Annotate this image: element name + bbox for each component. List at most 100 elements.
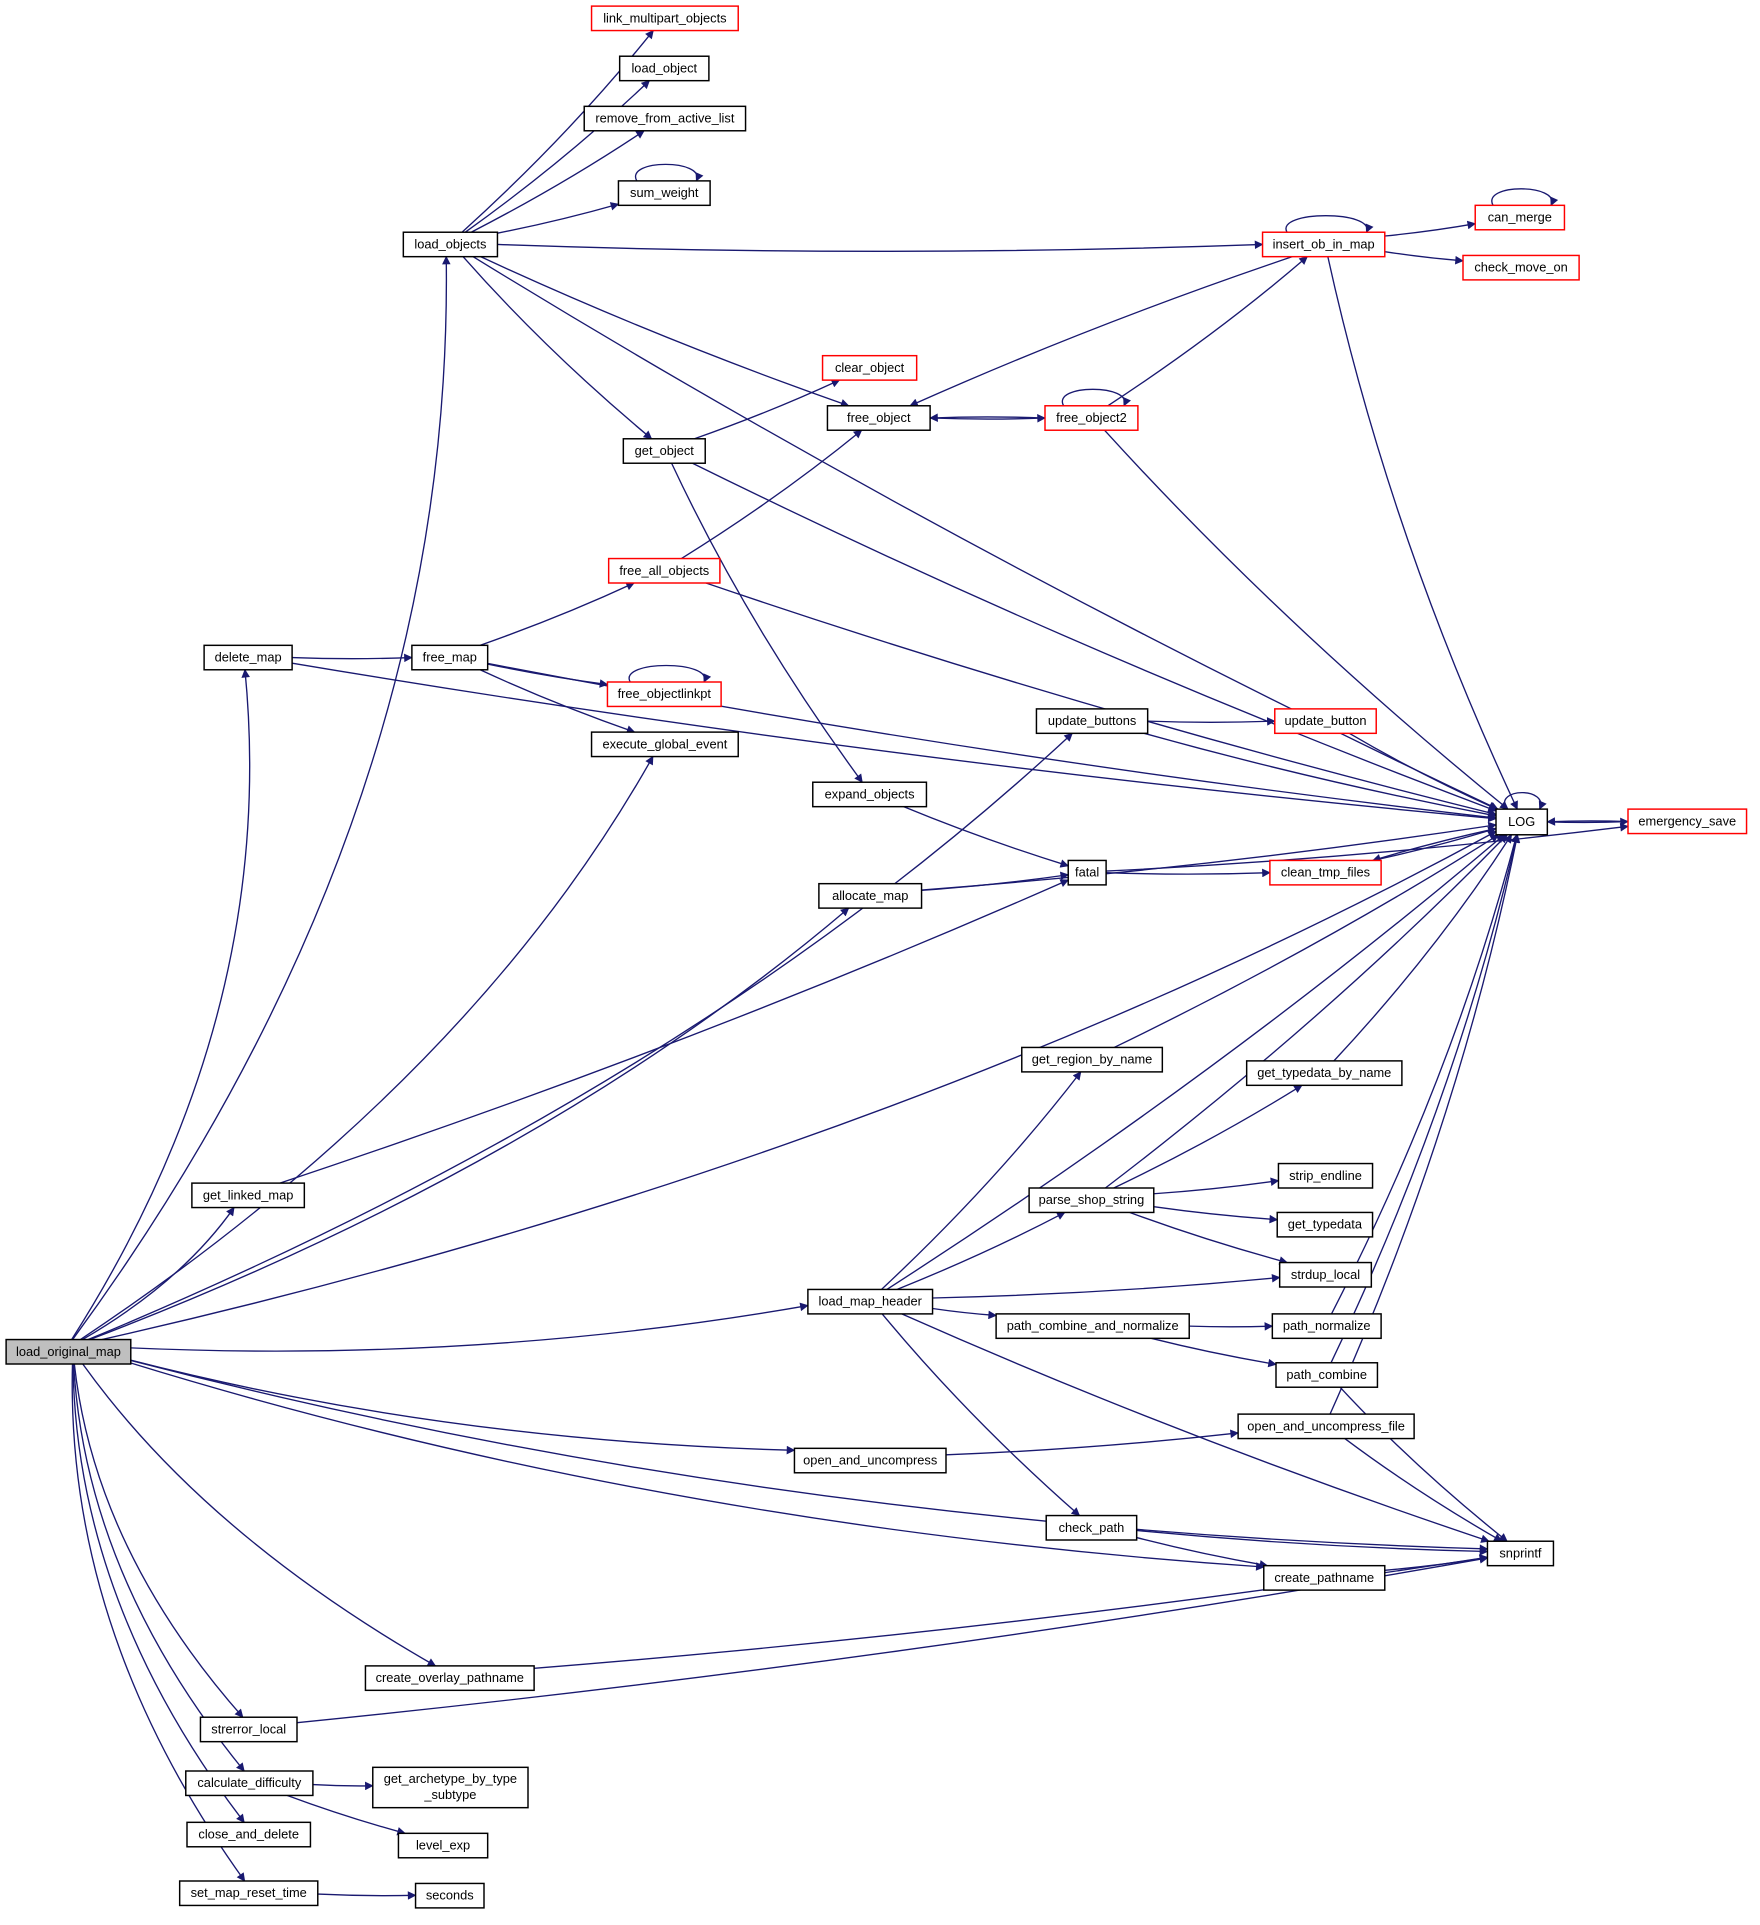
node-label: free_object2 — [1056, 410, 1127, 425]
node-label: get_linked_map — [203, 1187, 294, 1202]
node-emergency-save[interactable]: emergency_save — [1627, 808, 1748, 835]
node-label: snprintf — [1499, 1545, 1542, 1560]
node-box — [1274, 708, 1377, 735]
node-insert-ob-in-map[interactable]: insert_ob_in_map — [1261, 231, 1386, 258]
node-set-map-reset-time[interactable]: set_map_reset_time — [178, 1880, 319, 1907]
node-get-typedata[interactable]: get_typedata — [1276, 1211, 1374, 1238]
node-close-and-delete[interactable]: close_and_delete — [186, 1821, 312, 1848]
node-load-objects[interactable]: load_objects — [402, 231, 499, 258]
node-parse-shop-string[interactable]: parse_shop_string — [1028, 1187, 1155, 1214]
node-label: create_overlay_pathname — [376, 1670, 524, 1685]
node-box — [1044, 405, 1139, 431]
node-clear-object[interactable]: clear_object — [821, 354, 918, 381]
node-box — [1462, 254, 1580, 281]
node-label: update_buttons — [1048, 713, 1136, 728]
node-get-region-by-name[interactable]: get_region_by_name — [1021, 1046, 1164, 1073]
node-allocate-map[interactable]: allocate_map — [818, 882, 923, 909]
node-path-combine[interactable]: path_combine — [1275, 1362, 1379, 1388]
node-open-and-uncompress-file[interactable]: open_and_uncompress_file — [1237, 1413, 1415, 1440]
node-link-multipart-objects[interactable]: link_multipart_objects — [590, 5, 739, 32]
node-label: create_pathname — [1274, 1570, 1374, 1585]
node-free-all-objects[interactable]: free_all_objects — [607, 557, 721, 584]
node-update-buttons[interactable]: update_buttons — [1035, 708, 1149, 735]
node-path-combine-and-normalize[interactable]: path_combine_and_normalize — [995, 1313, 1190, 1340]
node-box — [1045, 1514, 1138, 1541]
edge-free-object2-to-free-object2 — [1061, 388, 1131, 407]
edge-insert-ob-in-map-to-insert-ob-in-map — [1285, 215, 1374, 234]
node-box — [1486, 1540, 1555, 1567]
node-free-object[interactable]: free_object — [826, 405, 931, 431]
node-box — [186, 1821, 312, 1848]
node-path-normalize[interactable]: path_normalize — [1271, 1313, 1382, 1340]
node-expand-objects[interactable]: expand_objects — [812, 781, 928, 808]
node-calculate-difficulty[interactable]: calculate_difficulty — [185, 1770, 314, 1797]
node-box — [1261, 231, 1386, 258]
node-seconds[interactable]: seconds — [414, 1882, 485, 1909]
node-label: link_multipart_objects — [603, 10, 726, 25]
edge-load-original-map-to-load-map-header — [130, 1302, 809, 1352]
node-box — [1271, 1313, 1382, 1340]
node-box — [793, 1447, 947, 1474]
node-box — [812, 781, 928, 808]
node-box — [191, 1182, 306, 1209]
edge-expand-objects-to-fatal — [903, 806, 1070, 868]
node-create-pathname[interactable]: create_pathname — [1263, 1564, 1386, 1591]
node-check-path[interactable]: check_path — [1045, 1514, 1138, 1541]
node-check-move-on[interactable]: check_move_on — [1462, 254, 1580, 281]
node-box — [203, 644, 293, 671]
node-open-and-uncompress[interactable]: open_and_uncompress — [793, 1447, 947, 1474]
node-box — [590, 5, 739, 32]
node-strip-endline[interactable]: strip_endline — [1277, 1162, 1374, 1189]
node-box — [1277, 1162, 1374, 1189]
node-label: get_region_by_name — [1032, 1052, 1153, 1067]
node-load-map-header[interactable]: load_map_header — [807, 1288, 934, 1315]
node-box — [1245, 1060, 1403, 1087]
edge-load-objects-to-load-object — [464, 80, 650, 233]
node-clean-tmp-files[interactable]: clean_tmp_files — [1269, 859, 1382, 886]
node-strerror-local[interactable]: strerror_local — [199, 1716, 298, 1743]
node-load-original-map[interactable]: load_original_map — [5, 1338, 132, 1365]
node-level-exp[interactable]: level_exp — [397, 1832, 489, 1859]
node-get-typedata-by-name[interactable]: get_typedata_by_name — [1245, 1060, 1403, 1087]
nodes-layer: load_original_map load_objects link_multip… — [5, 5, 1748, 1909]
node-label: fatal — [1075, 865, 1099, 880]
edge-update-buttons-to-update-button — [1147, 717, 1276, 726]
edge-load-map-header-to-strdup-local — [932, 1273, 1281, 1299]
node-update-button[interactable]: update_button — [1274, 708, 1377, 735]
node-box — [178, 1880, 319, 1907]
node-free-object2[interactable]: free_object2 — [1044, 405, 1139, 431]
node-load-object[interactable]: load_object — [618, 55, 710, 82]
node-free-objectlinkpt[interactable]: free_objectlinkpt — [606, 681, 722, 708]
node-label: get_archetype_by_type — [384, 1771, 517, 1786]
edge-path-combine-to-snprintf — [1339, 1386, 1508, 1542]
node-sum-weight[interactable]: sum_weight — [617, 180, 711, 207]
node-label: LOG — [1508, 814, 1535, 829]
node-can-merge[interactable]: can_merge — [1474, 204, 1566, 231]
edge-allocate-map-to-log — [921, 821, 1497, 891]
node-label: strerror_local — [211, 1721, 286, 1736]
edge-parse-shop-string-to-get-typedata — [1153, 1206, 1279, 1224]
node-get-archetype-by-type-subtype[interactable]: get_archetype_by_type_subtype — [372, 1766, 529, 1809]
edge-get-object-to-expand-objects — [671, 462, 863, 783]
node-delete-map[interactable]: delete_map — [203, 644, 293, 671]
node-box — [1276, 1211, 1374, 1238]
node-snprintf[interactable]: snprintf — [1486, 1540, 1555, 1567]
node-free-map[interactable]: free_map — [411, 644, 489, 671]
node-strdup-local[interactable]: strdup_local — [1278, 1261, 1373, 1288]
node-remove-from-active-list[interactable]: remove_from_active_list — [583, 105, 747, 132]
node-fatal[interactable]: fatal — [1067, 859, 1107, 886]
node-label: free_map — [423, 650, 477, 665]
node-label-line2: _subtype — [423, 1787, 476, 1802]
node-log[interactable]: LOG — [1495, 808, 1549, 836]
node-get-object[interactable]: get_object — [622, 438, 706, 464]
node-box — [607, 557, 721, 584]
node-box — [1237, 1413, 1415, 1440]
node-box — [622, 438, 706, 464]
node-get-linked-map[interactable]: get_linked_map — [191, 1182, 306, 1209]
node-create-overlay-pathname[interactable]: create_overlay_pathname — [364, 1665, 535, 1692]
edge-load-original-map-to-get-linked-map — [82, 1206, 235, 1341]
node-execute-global-event[interactable]: execute_global_event — [590, 731, 739, 758]
edge-delete-map-to-log — [291, 662, 1497, 823]
node-box — [414, 1882, 485, 1909]
